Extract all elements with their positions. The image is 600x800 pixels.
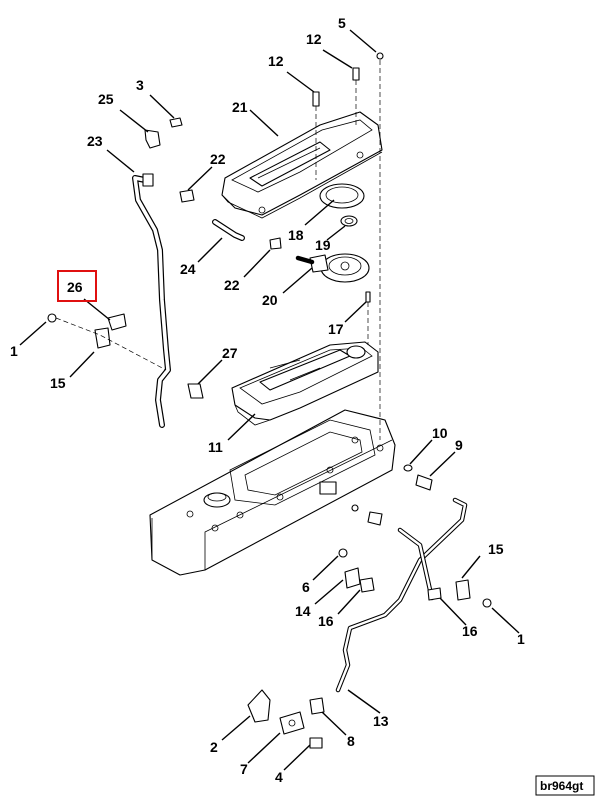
clamp-22-lower <box>269 237 282 250</box>
callout-17: 17 <box>328 321 344 337</box>
callout-3: 3 <box>136 77 144 93</box>
breather-assembly <box>295 253 370 283</box>
callout-8: 8 <box>347 733 355 749</box>
callout-25: 25 <box>98 91 114 107</box>
block-fitting <box>351 504 383 526</box>
callout-19: 19 <box>315 237 331 253</box>
callout-7: 7 <box>240 761 248 777</box>
oil-tube <box>335 497 468 693</box>
callout-27: 27 <box>222 345 238 361</box>
callout-20: 20 <box>262 292 278 308</box>
bracket-25 <box>144 129 161 149</box>
callout-23: 23 <box>87 133 103 149</box>
clamp-16-center <box>359 577 375 593</box>
clamp-7 <box>279 711 305 735</box>
clamp-16-right <box>427 587 442 601</box>
seal-ring <box>319 183 365 209</box>
cylinder-head-outline <box>149 409 396 576</box>
bolt-1-right <box>482 598 492 608</box>
callout-14: 14 <box>295 603 311 619</box>
valve-cover-upper <box>221 111 383 219</box>
callout-21: 21 <box>232 99 248 115</box>
bolt-12-lower <box>312 91 320 107</box>
small-ring <box>340 215 358 227</box>
washer-10 <box>403 464 413 472</box>
callout-24: 24 <box>180 261 196 277</box>
fitting-8 <box>309 697 325 715</box>
bolt-12-upper <box>352 67 360 81</box>
callout-22-lower: 22 <box>224 277 240 293</box>
callout-4: 4 <box>275 769 283 785</box>
bracket-26 <box>94 313 127 349</box>
callout-15-right: 15 <box>488 541 504 557</box>
callout-26-highlight-box <box>57 270 97 302</box>
callout-12-lower: 12 <box>268 53 284 69</box>
callout-5: 5 <box>338 15 346 31</box>
connector-27 <box>187 383 204 399</box>
callout-13: 13 <box>373 713 389 729</box>
callout-18: 18 <box>288 227 304 243</box>
washer-6 <box>338 548 348 558</box>
callout-1-left: 1 <box>10 343 18 359</box>
breather-hose <box>132 173 171 428</box>
bolt-17 <box>365 291 371 303</box>
callout-16-right: 16 <box>462 623 478 639</box>
reference-code-box: br964gt <box>535 775 595 796</box>
callout-9: 9 <box>455 437 463 453</box>
bolt-1-left <box>47 313 57 323</box>
callout-22-upper: 22 <box>210 151 226 167</box>
callout-10: 10 <box>432 425 448 441</box>
bolt-4 <box>309 737 323 749</box>
callout-1-right: 1 <box>517 631 525 647</box>
valve-cover-lower <box>231 341 379 426</box>
callout-16-center: 16 <box>318 613 334 629</box>
bolt-5 <box>376 52 384 60</box>
bracket-15-right <box>455 579 471 601</box>
reference-code: br964gt <box>540 779 583 793</box>
callout-11: 11 <box>208 439 223 455</box>
callout-2: 2 <box>210 739 218 755</box>
bolt-3 <box>169 117 183 128</box>
bracket-14 <box>344 567 361 589</box>
callout-26: 26 <box>67 279 83 295</box>
callout-15-left: 15 <box>50 375 66 391</box>
hose-elbow-24 <box>212 219 245 241</box>
clamp-22-upper <box>179 189 195 203</box>
leader-lines <box>19 29 520 771</box>
callout-labels: 5 12 12 3 25 21 23 22 18 19 24 22 20 17 … <box>10 15 525 785</box>
callout-12-upper: 12 <box>306 31 322 47</box>
fitting-9 <box>415 474 433 491</box>
bracket-2 <box>247 689 271 723</box>
callout-6: 6 <box>302 579 310 595</box>
